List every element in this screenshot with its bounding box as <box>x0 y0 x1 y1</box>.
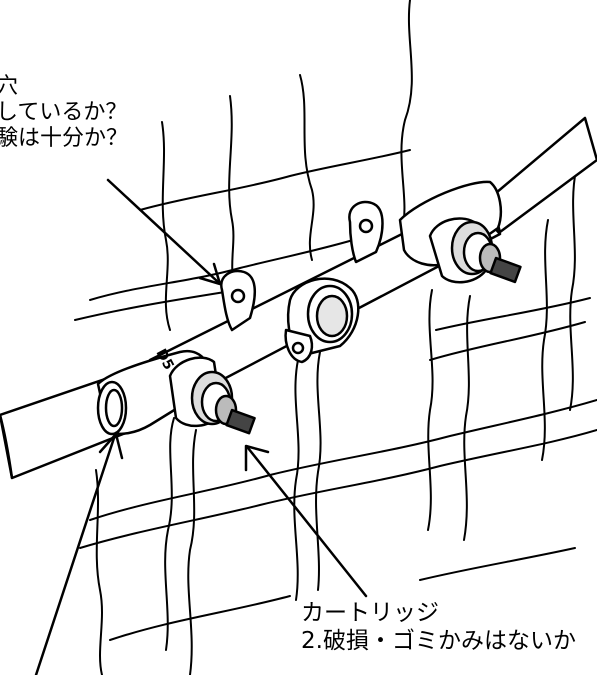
mesh-strand <box>419 547 576 581</box>
mesh-strand <box>89 399 597 521</box>
bracket-hole <box>358 218 374 234</box>
mesh-net <box>74 0 597 675</box>
mesh-strand <box>164 417 175 651</box>
cartridge-label: カートリッジ 2.破損・ゴミかみはないか <box>301 599 576 655</box>
mesh-strand <box>427 289 434 531</box>
leader-arrows <box>34 178 368 675</box>
clip-bracket-right <box>348 200 384 264</box>
arrow-to-socket-head <box>98 432 124 460</box>
mesh-strand <box>228 95 235 281</box>
label-line-3: 験は十分か？ <box>0 126 129 151</box>
clip-bracket-left <box>220 269 257 332</box>
bracket-hole <box>230 288 246 304</box>
arrow-to-cartridge <box>246 446 368 598</box>
label-line-1: 穴 <box>0 74 19 99</box>
mesh-strand <box>293 359 300 601</box>
arrow-to-bracket-head <box>198 262 222 286</box>
cartridge-check: 2.破損・ゴミかみはないか <box>301 628 576 654</box>
arrow-to-socket <box>34 436 116 675</box>
cartridge-stem <box>225 408 256 435</box>
center-port <box>284 277 360 364</box>
mesh-strand <box>187 429 197 675</box>
inspection-label-top: 穴 しているか？ 験は十分か？ <box>0 74 128 152</box>
mesh-strand <box>463 295 471 541</box>
mesh-strand <box>161 121 171 331</box>
port-tab-hole <box>291 341 305 355</box>
cartridge-title: カートリッジ <box>301 600 439 626</box>
mesh-strand <box>569 169 577 411</box>
mesh-strand <box>400 0 413 231</box>
label-line-2: しているか？ <box>0 100 128 125</box>
pipe-end-cut <box>0 414 14 479</box>
mesh-strand <box>89 237 361 301</box>
mesh-strand <box>299 74 315 261</box>
mesh-strand <box>79 429 597 549</box>
mesh-strand <box>74 291 226 321</box>
tee-socket-inner <box>104 388 124 428</box>
mesh-strand <box>109 595 291 641</box>
cartridge-stem <box>489 256 522 284</box>
mesh-strand <box>429 321 586 361</box>
mesh-strand <box>95 469 103 675</box>
mesh-strand <box>139 149 411 211</box>
arrow-to-cartridge-head <box>244 444 270 472</box>
arrow-to-bracket <box>106 178 220 284</box>
port-thread <box>315 294 349 338</box>
left-tee-fitting: D5 <box>96 346 256 436</box>
mesh-strand <box>541 219 549 461</box>
pipe-body-right <box>488 116 597 234</box>
mesh-strand <box>315 351 322 591</box>
mesh-strand <box>435 297 591 331</box>
right-tee-fitting <box>398 180 522 284</box>
